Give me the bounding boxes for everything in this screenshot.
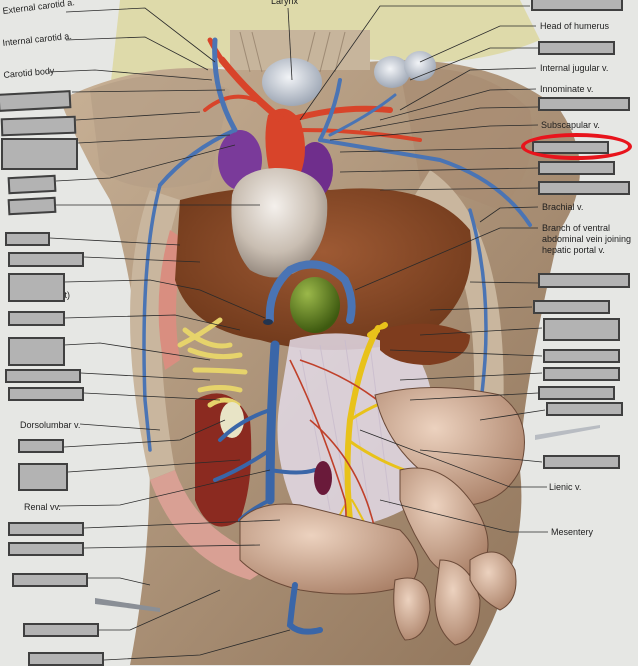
blank-label-box[interactable] — [1, 138, 78, 170]
label-mesentery: Mesentery — [551, 527, 594, 537]
blank-label-box[interactable] — [538, 161, 615, 175]
label-brachial: Brachial v. — [542, 202, 584, 212]
blank-label-box[interactable] — [543, 455, 620, 469]
label-dorsolumbar: Dorsolumbar v. — [20, 420, 81, 430]
blank-label-box[interactable] — [8, 311, 65, 326]
blank-label-box[interactable] — [546, 402, 623, 416]
blank-label-box[interactable] — [0, 90, 72, 112]
blank-label-box[interactable] — [23, 623, 99, 637]
blank-label-box[interactable] — [543, 367, 620, 381]
label-innominate: Innominate v. — [540, 84, 594, 94]
blank-label-box[interactable] — [543, 349, 620, 363]
blank-label-box[interactable] — [8, 252, 84, 267]
blank-label-box[interactable] — [533, 300, 610, 314]
blank-label-box[interactable] — [7, 174, 57, 195]
blank-label-box[interactable] — [0, 115, 77, 137]
blank-label-box[interactable] — [531, 0, 623, 11]
blank-label-box[interactable] — [8, 273, 65, 302]
highlight-ring-annotation — [521, 133, 632, 160]
blank-label-box[interactable] — [8, 337, 65, 366]
blank-label-box[interactable] — [5, 369, 81, 383]
blank-label-box[interactable] — [28, 652, 104, 666]
blank-label-box[interactable] — [5, 232, 50, 246]
blank-label-box[interactable] — [538, 41, 615, 55]
label-head-of-humerus: Head of humerus — [540, 21, 610, 31]
blank-label-box[interactable] — [538, 386, 615, 400]
label-renal: Renal vv. — [24, 502, 61, 512]
blank-label-box[interactable] — [8, 387, 84, 401]
blank-label-box[interactable] — [8, 542, 84, 556]
blank-label-box[interactable] — [543, 318, 620, 341]
blank-label-box[interactable] — [18, 439, 64, 453]
label-subscapular: Subscapular v. — [541, 120, 600, 130]
blank-label-box[interactable] — [538, 181, 630, 195]
label-lienic: Lienic v. — [549, 482, 582, 492]
blank-label-box[interactable] — [12, 573, 88, 587]
blank-label-box[interactable] — [8, 522, 84, 536]
blank-label-box[interactable] — [538, 273, 630, 288]
label-ventral-abdominal-branch: Branch of ventral abdominal vein joining… — [542, 223, 632, 255]
blank-label-box[interactable] — [538, 97, 630, 111]
label-internal-jugular: Internal jugular v. — [540, 63, 609, 73]
blank-label-box[interactable] — [7, 196, 57, 216]
blank-label-box[interactable] — [18, 463, 68, 491]
label-larynx: Larynx — [271, 0, 299, 6]
